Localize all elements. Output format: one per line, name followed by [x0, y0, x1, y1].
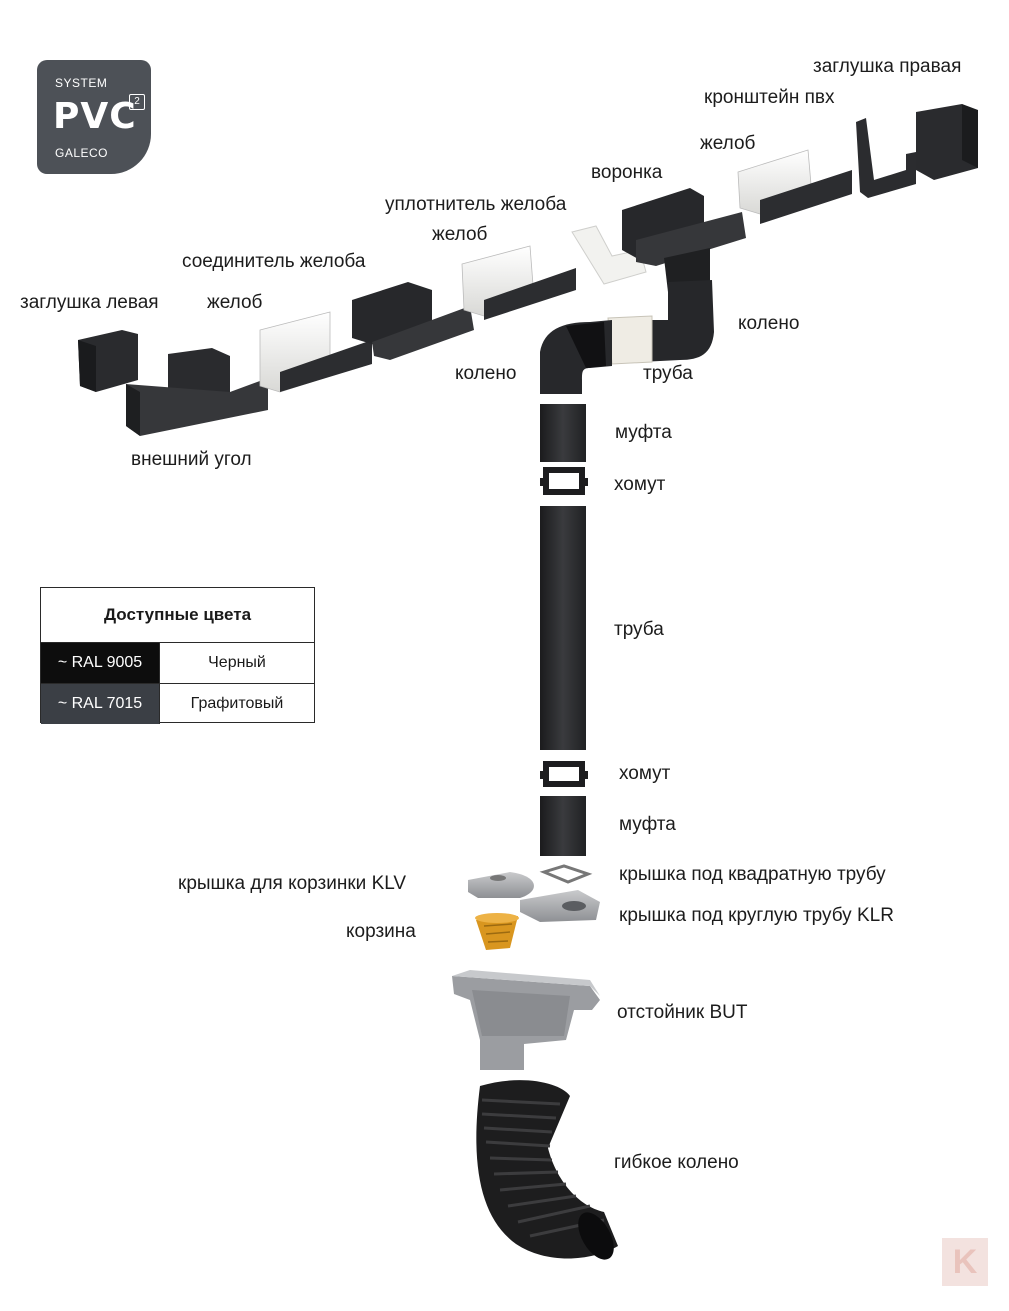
- color-code: ~ RAL 9005: [41, 643, 159, 683]
- clamp-2-part: [540, 761, 588, 787]
- label-external-corner: внешний угол: [131, 449, 252, 470]
- label-flex-elbow: гибкое колено: [614, 1152, 739, 1173]
- gutter-connector-part: [352, 282, 474, 360]
- label-gutter-1: желоб: [207, 292, 263, 313]
- color-name: Черный: [159, 643, 314, 683]
- color-row-graphite: ~ RAL 7015 Графитовый: [41, 684, 314, 724]
- label-basket: корзина: [346, 921, 416, 942]
- sump-part: [452, 970, 600, 1070]
- label-coupling-1: муфта: [615, 422, 672, 443]
- label-clamp-1: хомут: [614, 474, 666, 495]
- bracket-part: [856, 118, 916, 198]
- square-cover-ring: [539, 864, 593, 884]
- cover-klr-part: [520, 890, 600, 922]
- outlet-part: [622, 188, 746, 292]
- label-clamp-2: хомут: [619, 763, 671, 784]
- label-pipe-1: труба: [643, 363, 693, 384]
- gutter-3-part: [737, 149, 852, 224]
- external-corner-part: [126, 348, 268, 436]
- clamp-1-part: [540, 467, 588, 495]
- cover-klv-part: [468, 872, 534, 898]
- pvc-system-logo: SYSTEM PVC 2 GALECO: [37, 60, 151, 174]
- colors-table-title: Доступные цвета: [41, 588, 314, 643]
- label-cover-klv: крышка для корзинки KLV: [178, 873, 407, 894]
- flexible-elbow-part: [476, 1080, 618, 1260]
- available-colors-table: Доступные цвета ~ RAL 9005 Черный ~ RAL …: [40, 587, 315, 724]
- pipe-part: [540, 506, 586, 750]
- color-name: Графитовый: [159, 684, 314, 724]
- label-elbow-1: колено: [738, 313, 800, 334]
- label-elbow-2: колено: [455, 363, 517, 384]
- label-outlet: воронка: [591, 162, 663, 183]
- upper-elbows-part: [540, 280, 714, 394]
- label-coupling-2: муфта: [619, 814, 676, 835]
- gutter-1-part: [259, 311, 372, 393]
- label-gutter-seal: уплотнитель желоба: [385, 194, 567, 215]
- coupling-2-part: [540, 796, 586, 856]
- end-cap-left-part: [78, 330, 138, 392]
- gutter-2-part: [461, 245, 576, 320]
- watermark-logo: K: [942, 1238, 988, 1286]
- label-sump: отстойник BUT: [617, 1002, 748, 1023]
- logo-superscript: 2: [129, 94, 145, 110]
- color-row-black: ~ RAL 9005 Черный: [41, 643, 314, 684]
- basket-part: [475, 913, 519, 950]
- label-gutter-connector: соединитель желоба: [182, 251, 366, 272]
- logo-maker-text: GALECO: [55, 146, 109, 160]
- label-gutter-2: желоб: [432, 224, 488, 245]
- end-cap-right-part: [916, 104, 978, 180]
- label-end-cap-left: заглушка левая: [20, 292, 159, 313]
- logo-system-text: SYSTEM: [55, 76, 108, 90]
- label-end-cap-right: заглушка правая: [813, 56, 962, 77]
- coupling-1-part: [540, 404, 586, 462]
- label-bracket: кронштейн пвх: [704, 87, 835, 108]
- label-cover-square: крышка под квадратную трубу: [619, 864, 886, 885]
- color-code: ~ RAL 7015: [41, 684, 159, 724]
- label-cover-klr: крышка под круглую трубу KLR: [619, 905, 894, 926]
- logo-brand-text: PVC: [53, 96, 137, 137]
- label-gutter-3: желоб: [700, 133, 756, 154]
- label-pipe-2: труба: [614, 619, 664, 640]
